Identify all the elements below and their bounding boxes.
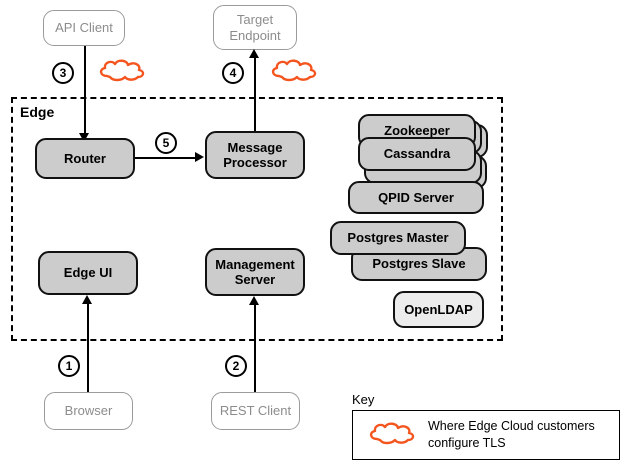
edge-zone-boundary — [11, 97, 503, 341]
node-management-server[interactable]: Management Server — [205, 248, 305, 296]
node-rest-client-label: REST Client — [219, 403, 292, 419]
step-badge-3[interactable]: 3 — [52, 62, 74, 84]
cloud-icon-target-endpoint — [268, 58, 320, 89]
node-cassandra[interactable]: Cassandra — [358, 137, 476, 171]
step-badge-4[interactable]: 4 — [222, 62, 244, 84]
connector-mp-to-target-endpoint — [254, 56, 256, 138]
node-edge-ui-label: Edge UI — [63, 265, 113, 281]
node-edge-ui[interactable]: Edge UI — [38, 251, 138, 295]
connector-browser-to-edge-ui — [87, 302, 89, 392]
key-title: Key — [352, 392, 375, 407]
node-router[interactable]: Router — [35, 138, 135, 179]
step-badge-1-number: 1 — [65, 359, 73, 373]
step-badge-5[interactable]: 5 — [155, 132, 177, 154]
step-badge-2-number: 2 — [232, 359, 240, 373]
key-box — [352, 410, 620, 460]
node-zookeeper-label: Zookeeper — [384, 123, 450, 139]
node-postgres-slave-label: Postgres Slave — [372, 256, 466, 272]
node-message-processor-label: Message Processor — [223, 139, 287, 170]
node-rest-client[interactable]: REST Client — [211, 392, 300, 430]
arrowhead-management-server-in — [249, 296, 259, 305]
key-legend-label: Where Edge Cloud customers configure TLS — [428, 419, 595, 450]
edge-zone-label: Edge — [20, 104, 55, 120]
connector-api-client-to-router — [84, 46, 86, 134]
cloud-icon-legend — [366, 421, 418, 452]
node-postgres-master-label: Postgres Master — [347, 230, 449, 246]
node-openldap[interactable]: OpenLDAP — [393, 291, 484, 328]
node-browser-label: Browser — [64, 403, 113, 419]
node-cassandra-label: Cassandra — [383, 146, 451, 162]
node-target-endpoint-label: Target Endpoint — [229, 12, 281, 43]
node-management-server-label: Management Server — [215, 256, 295, 287]
arrowhead-target-endpoint-in — [249, 49, 259, 58]
node-api-client[interactable]: API Client — [43, 10, 125, 46]
node-qpid-server-label: QPID Server — [378, 189, 454, 205]
arrowhead-edge-ui-in — [82, 295, 92, 304]
cloud-icon-api-client — [96, 58, 148, 89]
arrowhead-message-processor-in — [195, 152, 204, 162]
step-badge-2[interactable]: 2 — [225, 355, 247, 377]
step-badge-5-number: 5 — [162, 136, 170, 150]
arrowhead-router-in — [79, 133, 89, 142]
connector-rest-client-to-management-server — [254, 303, 256, 392]
node-postgres-master[interactable]: Postgres Master — [330, 221, 466, 255]
step-badge-4-number: 4 — [229, 66, 237, 80]
node-api-client-label: API Client — [55, 20, 113, 36]
node-target-endpoint[interactable]: Target Endpoint — [213, 5, 297, 50]
connector-router-to-message-processor — [135, 157, 196, 159]
node-browser[interactable]: Browser — [44, 392, 133, 430]
step-badge-3-number: 3 — [59, 66, 67, 80]
node-message-processor[interactable]: Message Processor — [205, 131, 305, 179]
node-qpid-server[interactable]: QPID Server — [348, 181, 484, 214]
node-openldap-label: OpenLDAP — [404, 301, 473, 317]
step-badge-1[interactable]: 1 — [58, 355, 80, 377]
node-router-label: Router — [64, 150, 106, 166]
